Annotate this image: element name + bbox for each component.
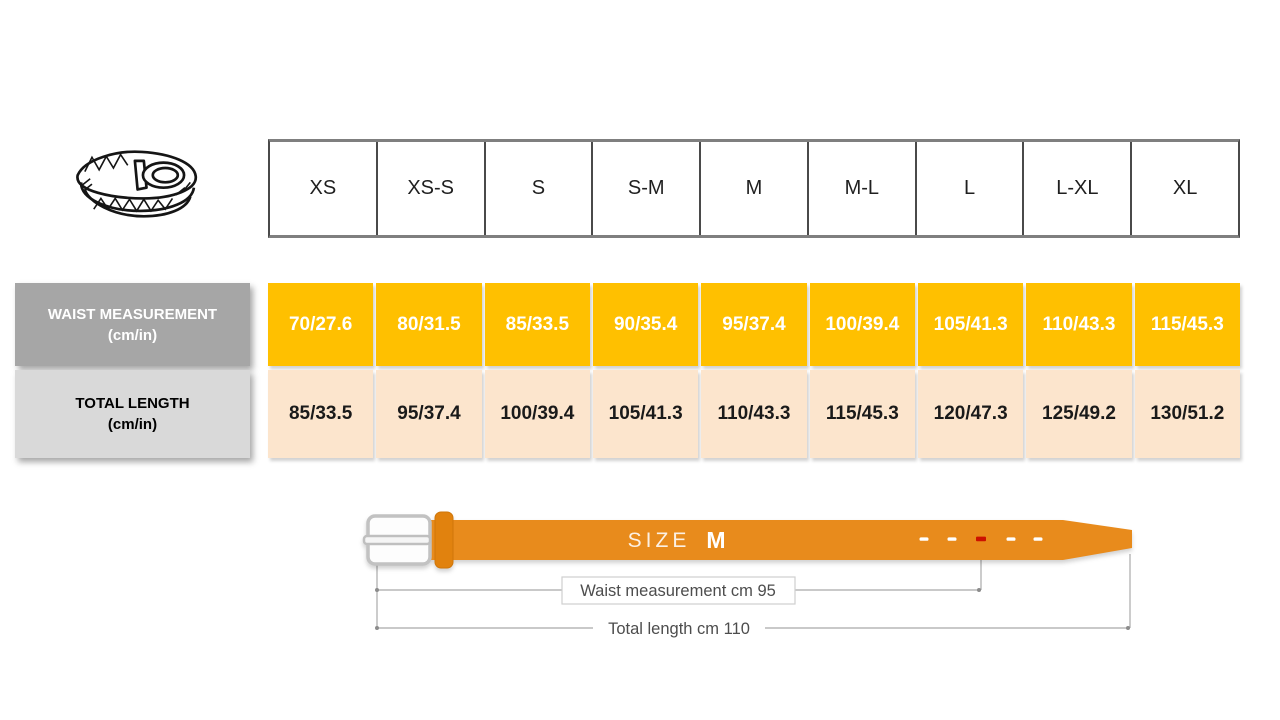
- waist-value-cell: 110/43.3: [1026, 283, 1132, 366]
- total-length-value-cell: 110/43.3: [701, 370, 807, 458]
- waist-caption-box: Waist measurement cm 95: [561, 576, 796, 605]
- waist-value-cell: 100/39.4: [809, 283, 915, 366]
- total-length-value-cell: 100/39.4: [484, 370, 590, 458]
- waist-row-title: WAIST MEASUREMENT: [47, 305, 218, 323]
- waist-row-unit: (cm/in): [107, 326, 158, 344]
- total-length-caption: Total length cm 110: [593, 616, 765, 640]
- total-length-value-cell: 115/45.3: [809, 370, 915, 458]
- waist-value-cell: 90/35.4: [593, 283, 699, 366]
- waist-value-cell: 85/33.5: [484, 283, 590, 366]
- size-header-cell: XS: [309, 177, 337, 199]
- size-header-cell: M: [699, 142, 807, 235]
- belt-size-value: M: [706, 527, 725, 553]
- belt-measurement-diagram: SIZE M Waist measurement cm 95 Total len…: [362, 511, 1132, 640]
- waist-value-cell: 80/31.5: [376, 283, 482, 366]
- waist-value-cell: 105/41.3: [918, 283, 1024, 366]
- total-length-row-title: TOTAL LENGTH: [75, 395, 190, 412]
- belt-buckle: [362, 514, 432, 566]
- selected-hole-marker: [976, 536, 986, 542]
- total-length-value-cell: 85/33.5: [268, 370, 374, 458]
- total-length-row-label: TOTAL LENGTH (cm/in): [15, 370, 250, 458]
- belt-keeper-loop: [434, 511, 454, 569]
- waist-value-cell: 95/37.4: [701, 283, 807, 366]
- total-length-value-cell: 105/41.3: [593, 370, 699, 458]
- belt-illustration: SIZE M: [362, 511, 1132, 569]
- size-header-cell: S: [483, 142, 592, 235]
- waist-value-cell: 70/27.6: [268, 283, 374, 366]
- total-length-value-cell: 120/47.3: [918, 370, 1024, 458]
- waist-row-label: WAIST MEASUREMENT (cm/in): [15, 283, 250, 366]
- belt-strap: [428, 520, 1132, 560]
- waist-caption-text: Waist measurement cm 95: [580, 582, 776, 600]
- total-length-values-row: 85/33.5 95/37.4 100/39.4 105/41.3 110/43…: [268, 370, 1240, 458]
- belt-size-label: SIZE: [628, 529, 691, 552]
- size-header-cell: L-XL: [1022, 142, 1130, 235]
- size-header-cell: L: [914, 142, 1023, 235]
- size-header-cell: S-M: [591, 142, 699, 235]
- braided-belt-icon: [58, 133, 210, 237]
- size-header-row: XS XS-S S S-M M M-L L L-XL XL: [268, 139, 1240, 238]
- size-header-cell: XL: [1130, 142, 1238, 235]
- belt-holes: [919, 536, 1043, 542]
- total-length-value-cell: 95/37.4: [376, 370, 482, 458]
- total-length-value-cell: 125/49.2: [1026, 370, 1132, 458]
- waist-values-row: 70/27.6 80/31.5 85/33.5 90/35.4 95/37.4 …: [268, 283, 1240, 366]
- total-length-value-cell: 130/51.2: [1134, 370, 1240, 458]
- total-length-caption-text: Total length cm 110: [608, 620, 750, 638]
- waist-value-cell: 115/45.3: [1134, 283, 1240, 366]
- size-header-cell: XS-S: [375, 142, 484, 235]
- total-length-row-unit: (cm/in): [107, 416, 158, 433]
- size-header-cell: M-L: [806, 142, 915, 235]
